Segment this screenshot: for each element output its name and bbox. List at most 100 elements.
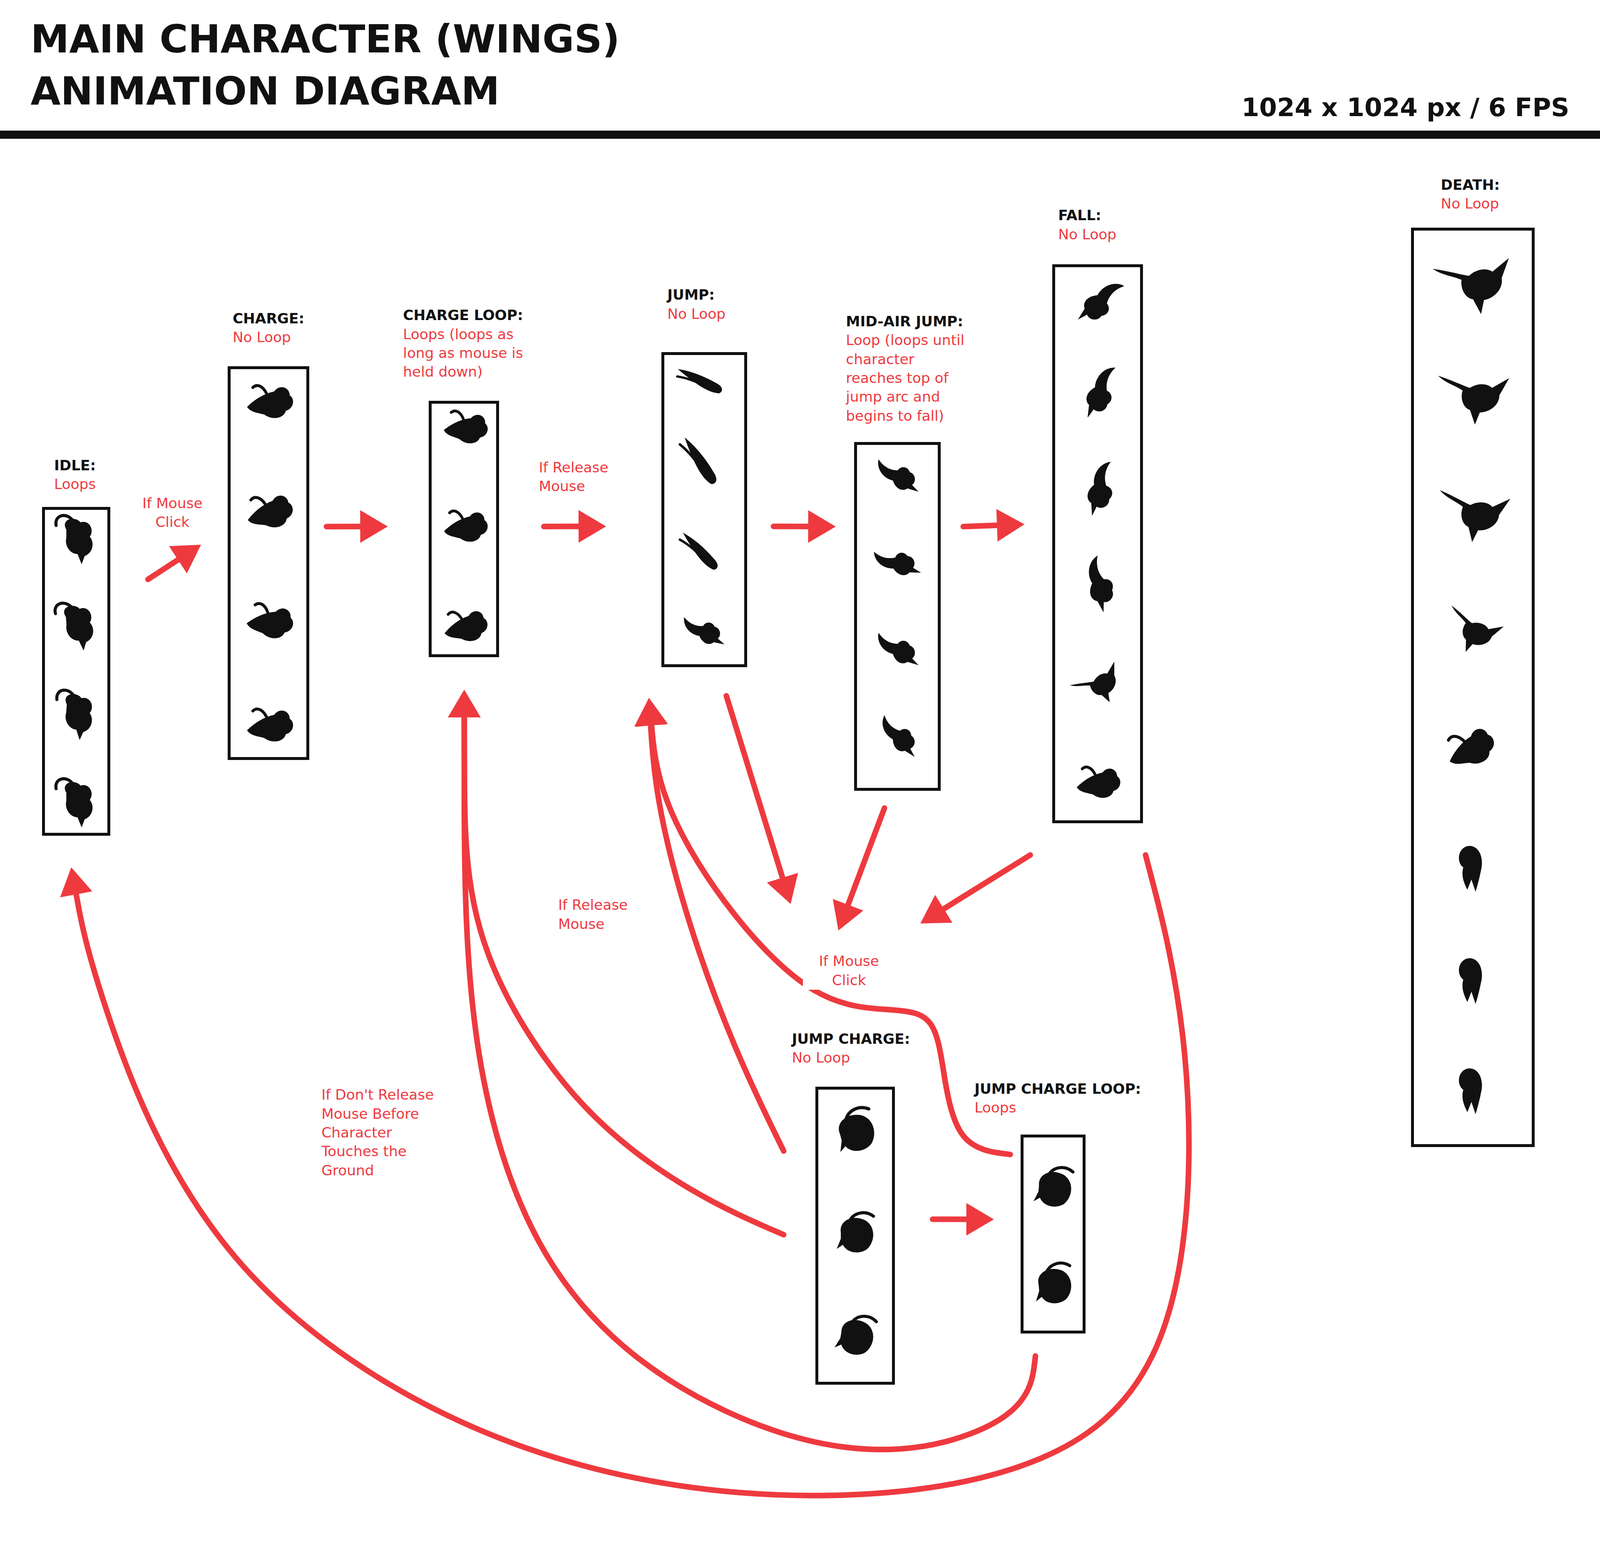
arrow-head <box>578 510 607 543</box>
charge-loop-sprite <box>442 608 490 644</box>
state-caption: CHARGE:No Loop <box>232 309 325 348</box>
charge-loop-sprite <box>444 511 488 542</box>
arrow-head <box>996 509 1025 542</box>
jump-sprite <box>670 436 727 486</box>
mid-air-sprite <box>871 452 926 500</box>
death-sprite <box>1458 1068 1482 1115</box>
transition-arrow <box>963 509 1025 542</box>
arrow-line <box>326 523 365 530</box>
state-caption: JUMP CHARGE:No Loop <box>791 1029 930 1068</box>
jump-charge-sprite <box>830 1105 879 1156</box>
transition-arrow <box>932 1202 994 1236</box>
state-caption: JUMP:No Loop <box>667 285 749 324</box>
arrow-line <box>773 523 813 530</box>
death-sprite <box>1458 846 1482 892</box>
arrow-head <box>168 544 202 574</box>
arrow-line <box>650 721 784 1152</box>
header-rule <box>0 130 1600 140</box>
death-sprite <box>1432 255 1518 322</box>
loop-note: Loops (loops as long as mouse is held do… <box>402 325 541 382</box>
transition-label: If Release Mouse <box>538 458 636 497</box>
death-sprite <box>1438 605 1505 662</box>
arrow-head <box>447 689 481 718</box>
arrow-head <box>966 1202 994 1236</box>
death-sprite <box>1435 490 1511 546</box>
fall-sprite <box>1082 458 1121 520</box>
arrow-line <box>544 523 583 530</box>
idle-sprite <box>55 515 93 565</box>
state-caption: MID-AIR JUMP:Loop (loops until character… <box>845 312 971 426</box>
jump-charge-sprite <box>833 1311 877 1358</box>
idle-sprite <box>55 778 93 828</box>
animation-state: FALL:No Loop <box>1052 206 1151 824</box>
animation-state: CHARGE LOOP:Loops (loops as long as mous… <box>402 305 541 657</box>
fall-sprite <box>1076 767 1121 798</box>
state-name: DEATH: <box>1440 175 1533 195</box>
sprite-frame <box>428 400 500 657</box>
loop-note: Loops <box>54 474 126 494</box>
sprite-frame <box>661 352 748 668</box>
arrow-line <box>940 854 1031 912</box>
loop-note: No Loop <box>667 304 749 324</box>
spec-note: 1024 x 1024 px / 6 FPS <box>1241 91 1570 123</box>
jump-charge-loop-sprite <box>1032 1262 1073 1306</box>
fall-sprite <box>1083 554 1118 615</box>
arrow-line <box>726 695 784 882</box>
transition-arrow <box>920 854 1031 924</box>
death-sprite <box>1458 958 1482 1004</box>
state-name: MID-AIR JUMP: <box>845 312 971 331</box>
state-name: CHARGE LOOP: <box>402 305 541 325</box>
sprite-frame <box>227 366 310 761</box>
transition-label: If Don't Release Mouse Before Character … <box>321 1085 449 1181</box>
sprite-frame <box>1052 264 1143 824</box>
transition-arrow <box>147 544 201 580</box>
fall-sprite <box>1071 275 1131 331</box>
loop-note: No Loop <box>1440 194 1533 214</box>
animation-state: IDLE:Loops <box>42 456 126 836</box>
death-sprite <box>1438 375 1510 425</box>
transition-arrow <box>635 698 1011 1155</box>
state-name: JUMP: <box>667 285 749 305</box>
sprite-frame <box>1020 1134 1086 1334</box>
idle-sprite <box>54 689 95 741</box>
sprite-frame <box>42 506 111 836</box>
charge-sprite <box>245 602 296 641</box>
transition-arrow <box>326 510 388 543</box>
arrow-line <box>75 854 1189 1496</box>
arrow-line <box>464 713 784 1235</box>
jump-charge-sprite <box>836 1212 874 1253</box>
loop-note: No Loop <box>232 327 325 347</box>
state-name: CHARGE: <box>232 309 325 328</box>
state-caption: DEATH:No Loop <box>1440 175 1533 214</box>
arrow-line <box>846 808 885 910</box>
animation-state: DEATH:No Loop <box>1411 175 1535 1148</box>
transition-arrow <box>60 854 1190 1496</box>
animation-state: JUMP CHARGE LOOP:Loops <box>974 1079 1179 1334</box>
transition-arrow <box>726 695 798 905</box>
jump-charge-loop-sprite <box>1033 1165 1074 1209</box>
transition-arrow <box>544 510 607 543</box>
arrow-line <box>932 1216 971 1223</box>
transition-label: If Mouse Click <box>133 494 212 532</box>
transition-arrow <box>773 510 836 543</box>
arrow-head <box>360 510 388 543</box>
state-name: IDLE: <box>54 456 126 475</box>
state-caption: JUMP CHARGE LOOP:Loops <box>974 1079 1179 1118</box>
sprite-frame <box>1411 227 1535 1148</box>
loop-note: Loops <box>974 1098 1179 1118</box>
arrow-line <box>147 557 182 580</box>
loop-note: No Loop <box>791 1048 930 1068</box>
loop-note: No Loop <box>1058 225 1151 244</box>
transition-arrow <box>832 808 885 931</box>
jump-sprite <box>675 532 723 571</box>
state-caption: IDLE:Loops <box>54 456 126 495</box>
arrow-head <box>447 689 481 718</box>
state-name: JUMP CHARGE LOOP: <box>974 1079 1179 1099</box>
jump-sprite <box>675 362 723 400</box>
state-name: FALL: <box>1058 206 1151 225</box>
loop-note: Loop (loops until character reaches top … <box>845 330 971 426</box>
arrow-head <box>807 510 836 543</box>
